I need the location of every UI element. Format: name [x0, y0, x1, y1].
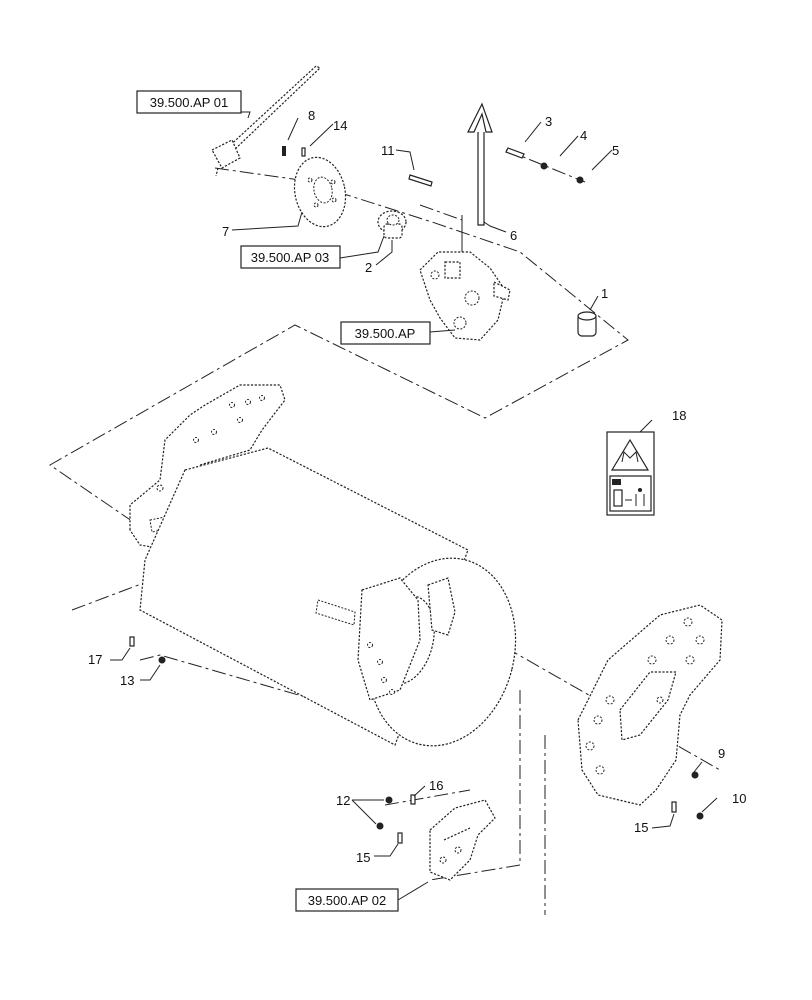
callout-15-right: 15 — [634, 820, 648, 835]
safety-decal-part-18 — [606, 431, 655, 516]
reference-label: 39.500.AP 01 — [150, 95, 229, 110]
callout-10: 10 — [732, 791, 746, 806]
callout-8: 8 — [308, 108, 315, 123]
drum-cylinder — [139, 447, 517, 747]
reference-label: 39.500.AP — [355, 326, 416, 341]
reference-box-ap02: 39.500.AP 02 — [295, 888, 399, 912]
bushing-part-1 — [577, 311, 597, 337]
right-drum-plate — [577, 604, 723, 806]
fasteners — [129, 146, 704, 844]
reference-box-ap: 39.500.AP — [340, 321, 431, 345]
callout-3: 3 — [545, 114, 552, 129]
callout-5: 5 — [612, 143, 619, 158]
callout-15-lower: 15 — [356, 850, 370, 865]
reference-label: 39.500.AP 02 — [308, 893, 387, 908]
disc-plate-part-7 — [293, 156, 347, 228]
callout-16: 16 — [429, 778, 443, 793]
callout-1: 1 — [601, 286, 608, 301]
callout-numbers: 1 2 3 4 5 6 7 8 9 10 11 12 13 14 15 15 1… — [88, 108, 746, 865]
callout-13: 13 — [120, 673, 134, 688]
callout-2: 2 — [365, 260, 372, 275]
lower-clamp — [429, 799, 496, 881]
callout-11: 11 — [381, 143, 395, 158]
callout-6: 6 — [510, 228, 517, 243]
reference-box-ap01: 39.500.AP 01 — [136, 90, 242, 114]
hub-part-2 — [377, 210, 407, 239]
reference-box-ap03: 39.500.AP 03 — [240, 245, 341, 269]
callout-7: 7 — [222, 224, 229, 239]
callout-4: 4 — [580, 128, 587, 143]
callout-9: 9 — [718, 746, 725, 761]
reference-label: 39.500.AP 03 — [251, 250, 330, 265]
callout-14: 14 — [333, 118, 347, 133]
callout-leaders — [110, 111, 718, 901]
callout-17: 17 — [88, 652, 102, 667]
hydraulic-rod — [211, 65, 322, 177]
callout-12: 12 — [336, 793, 350, 808]
hook-rod-part-6 — [461, 102, 493, 252]
pivot-bracket — [419, 251, 511, 341]
callout-18: 18 — [672, 408, 686, 423]
